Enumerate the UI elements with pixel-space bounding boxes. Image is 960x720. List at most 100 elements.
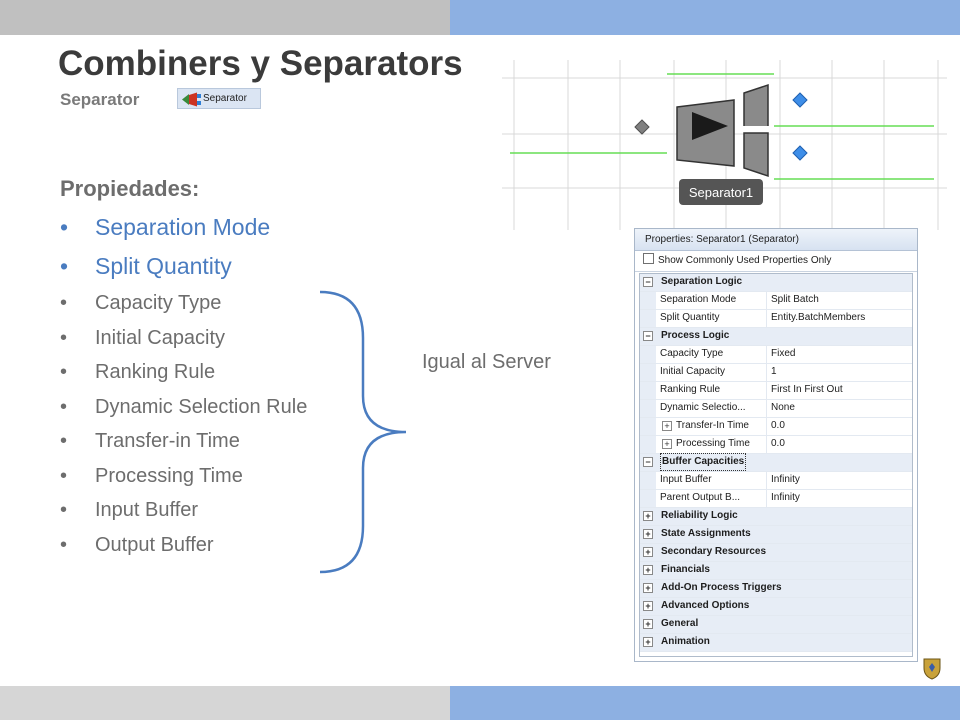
property-value[interactable]: Entity.BatchMembers xyxy=(766,310,865,327)
property-name: Capacity Type xyxy=(660,348,724,359)
property-category-row[interactable]: + Advanced Options xyxy=(640,598,912,616)
bullet-dot: • xyxy=(60,292,68,314)
properties-panel-title: Properties: Separator1 (Separator) xyxy=(635,229,917,251)
expand-icon[interactable]: + xyxy=(643,529,653,539)
property-row[interactable]: + Processing Time 0.0 xyxy=(640,436,912,454)
property-row[interactable]: Ranking Rule First In First Out xyxy=(640,382,912,400)
top-band-gray xyxy=(0,0,450,35)
bullet-text: Processing Time xyxy=(95,464,243,487)
property-bullet-item: • Capacity Type xyxy=(60,286,307,321)
model-canvas[interactable]: Separator1 xyxy=(502,60,947,230)
property-value[interactable]: None xyxy=(766,400,795,417)
slide-title: Combiners y Separators xyxy=(58,44,463,83)
category-label: Reliability Logic xyxy=(661,510,738,521)
property-value[interactable]: 0.0 xyxy=(766,418,785,435)
category-label: Add-On Process Triggers xyxy=(661,582,782,593)
bullet-text: Ranking Rule xyxy=(95,361,216,383)
properties-heading: Propiedades: xyxy=(60,176,200,201)
bullet-text: Capacity Type xyxy=(95,292,222,314)
expand-icon[interactable]: + xyxy=(643,547,653,557)
bullet-dot: • xyxy=(60,499,68,521)
property-row[interactable]: Dynamic Selectio...None xyxy=(640,400,912,418)
property-row[interactable]: Separation Mode Split Batch xyxy=(640,292,912,310)
property-category-row[interactable]: −Separation Logic xyxy=(640,274,912,292)
checkbox-icon[interactable] xyxy=(643,253,654,264)
bullet-dot: • xyxy=(60,430,68,452)
bullet-dot: • xyxy=(60,395,68,418)
property-category-row[interactable]: +Secondary Resources xyxy=(640,544,912,562)
property-bullet-item: • Ranking Rule xyxy=(60,355,307,390)
separator-tool-label: Separator xyxy=(203,93,247,104)
grid-gutter xyxy=(640,472,656,489)
property-value[interactable]: 0.0 xyxy=(766,436,785,453)
bottom-band-gray xyxy=(0,686,450,720)
grid-gutter xyxy=(640,400,656,417)
bullet-dot: • xyxy=(60,361,68,383)
property-category-row[interactable]: −Process Logic xyxy=(640,328,912,346)
property-bullet-item: • Separation Mode xyxy=(60,208,307,247)
grid-gutter xyxy=(640,418,656,435)
category-label: Process Logic xyxy=(661,330,730,341)
bullet-dot: • xyxy=(60,326,68,349)
property-category-row[interactable]: +Animation xyxy=(640,634,912,652)
input-node-icon[interactable] xyxy=(634,119,650,135)
expand-icon[interactable]: + xyxy=(643,637,653,647)
bullet-dot: • xyxy=(60,533,68,556)
expand-icon[interactable]: + xyxy=(643,565,653,575)
slide-subtitle: Separator xyxy=(60,90,140,109)
same-as-server-note: Igual al Server xyxy=(422,351,551,373)
common-properties-toggle[interactable]: Show Commonly Used Properties Only xyxy=(635,251,917,272)
property-category-row[interactable]: +General xyxy=(640,616,912,634)
object-name-label: Separator1 xyxy=(689,185,753,200)
property-category-row[interactable]: + Reliability Logic xyxy=(640,508,912,526)
property-name: Ranking Rule xyxy=(660,384,721,395)
collapse-icon[interactable]: − xyxy=(643,277,653,287)
property-name: Processing Time xyxy=(676,438,750,449)
separator-object[interactable] xyxy=(676,83,774,178)
property-value[interactable]: Infinity xyxy=(766,490,800,507)
property-bullet-item: •Dynamic Selection Rule xyxy=(60,390,307,425)
bullet-text: Transfer-in Time xyxy=(95,430,240,452)
property-value[interactable]: First In First Out xyxy=(766,382,843,399)
collapse-icon[interactable]: − xyxy=(643,457,653,467)
expand-icon[interactable]: + xyxy=(643,583,653,593)
properties-panel: Properties: Separator1 (Separator) Show … xyxy=(634,228,918,662)
expand-icon[interactable]: + xyxy=(662,439,672,449)
output-node-icon[interactable] xyxy=(792,92,808,108)
output-node-icon[interactable] xyxy=(792,145,808,161)
property-value[interactable]: Fixed xyxy=(766,346,795,363)
university-logo xyxy=(923,658,941,680)
property-row[interactable]: Capacity Type Fixed xyxy=(640,346,912,364)
right-curly-brace xyxy=(319,290,407,574)
property-row[interactable]: Parent Output B...Infinity xyxy=(640,490,912,508)
grid-gutter xyxy=(640,382,656,399)
bullet-dot: • xyxy=(60,214,69,240)
expand-icon[interactable]: + xyxy=(662,421,672,431)
separator-tool-icon xyxy=(182,92,201,107)
property-bullet-item: •Split Quantity xyxy=(60,247,307,286)
property-value[interactable]: Split Batch xyxy=(766,292,819,309)
property-category-row[interactable]: +State Assignments xyxy=(640,526,912,544)
bullet-text: Separation Mode xyxy=(95,214,271,240)
separator-tool-button[interactable]: Separator xyxy=(177,88,261,109)
property-value[interactable]: Infinity xyxy=(766,472,800,489)
top-band-blue xyxy=(450,0,960,35)
expand-icon[interactable]: + xyxy=(643,511,653,521)
expand-icon[interactable]: + xyxy=(643,601,653,611)
property-category-row[interactable]: −Buffer Capacities xyxy=(640,453,912,472)
property-category-row[interactable]: +Financials xyxy=(640,562,912,580)
collapse-icon[interactable]: − xyxy=(643,331,653,341)
property-bullet-item: • Transfer-in Time xyxy=(60,424,307,459)
property-category-row[interactable]: + Add-On Process Triggers xyxy=(640,580,912,598)
property-name: Separation Mode xyxy=(660,294,737,305)
property-bullet-item: •Input Buffer xyxy=(60,493,307,528)
bullet-dot: • xyxy=(60,253,69,279)
category-label: Advanced Options xyxy=(661,600,750,611)
expand-icon[interactable]: + xyxy=(643,619,653,629)
property-value[interactable]: 1 xyxy=(766,364,777,381)
